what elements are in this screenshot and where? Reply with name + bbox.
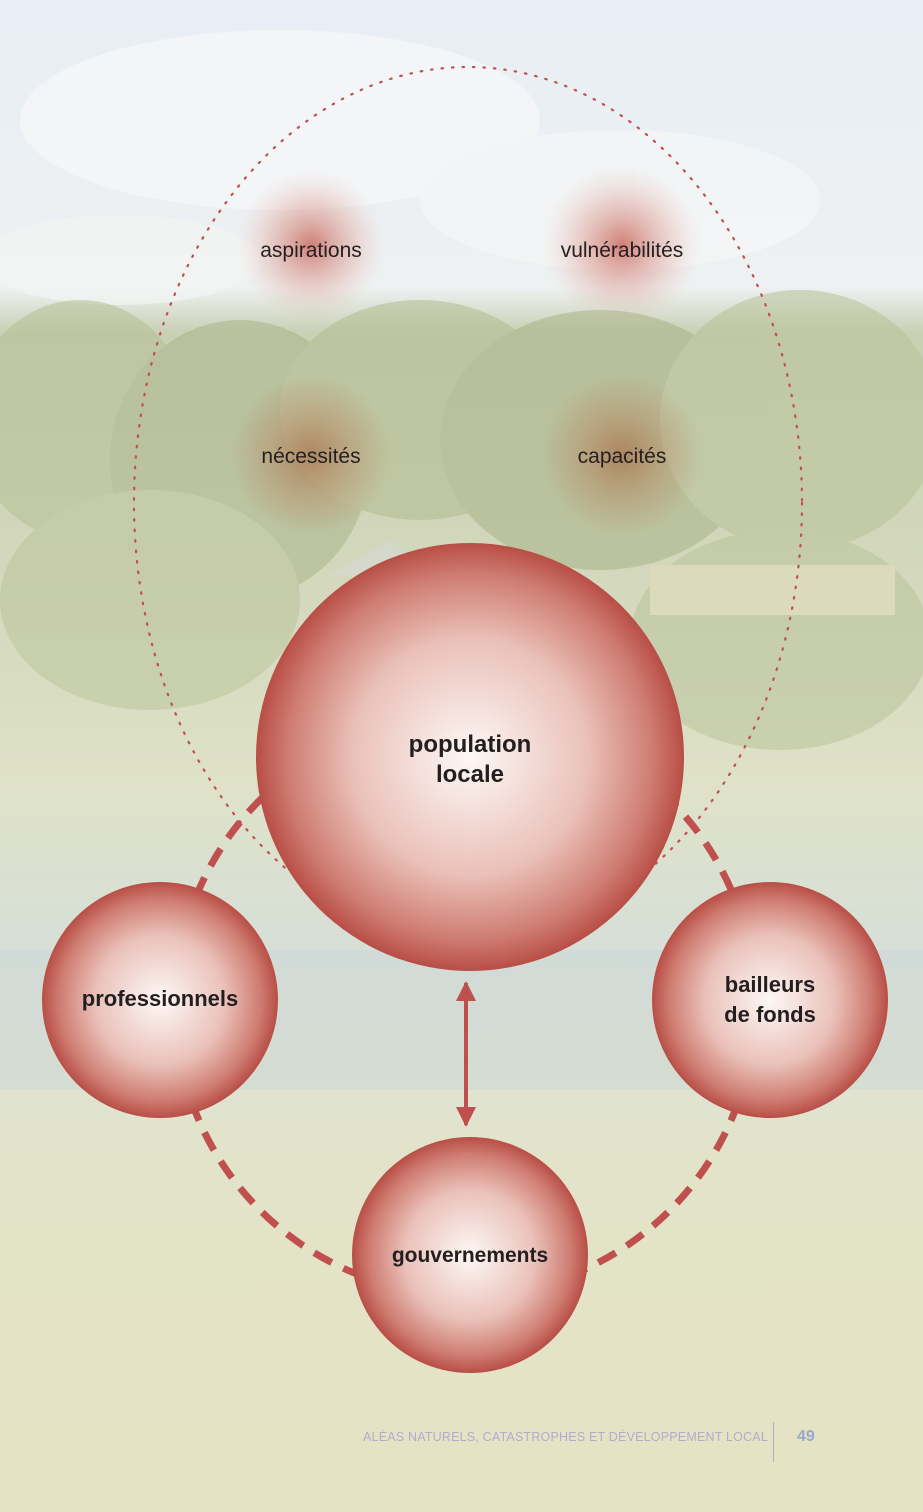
node-label-de-fonds: de fonds xyxy=(724,1002,816,1027)
footer-divider xyxy=(773,1422,774,1462)
page-footer: ALÉAS NATURELS, CATASTROPHES ET DÉVELOPP… xyxy=(0,1422,923,1462)
footer-publication-title: ALÉAS NATURELS, CATASTROPHES ET DÉVELOPP… xyxy=(363,1430,768,1444)
glow-necessites xyxy=(231,375,391,535)
node-label-bailleurs: bailleurs xyxy=(725,972,815,997)
glow-vulnerabilites xyxy=(542,165,702,325)
node-label-locale: locale xyxy=(436,761,504,788)
outer-dotted-ring xyxy=(132,65,804,941)
label-capacites: capacités xyxy=(578,445,667,468)
node-gouvernements xyxy=(352,1137,588,1373)
node-label-professionnels: professionnels xyxy=(82,986,238,1011)
glow-aspirations xyxy=(236,170,386,320)
node-professionnels xyxy=(42,882,278,1118)
glow-capacites xyxy=(542,375,702,535)
label-necessites: nécessités xyxy=(261,445,360,468)
label-aspirations: aspirations xyxy=(260,239,362,262)
node-label-gouvernements: gouvernements xyxy=(392,1244,548,1267)
page-number: 49 xyxy=(797,1428,815,1445)
node-population-locale xyxy=(256,543,684,971)
background-sky-clouds xyxy=(0,30,820,305)
node-bailleurs-de-fonds xyxy=(652,882,888,1118)
label-vulnerabilites: vulnérabilités xyxy=(561,239,684,262)
node-label-population: population xyxy=(409,731,532,758)
